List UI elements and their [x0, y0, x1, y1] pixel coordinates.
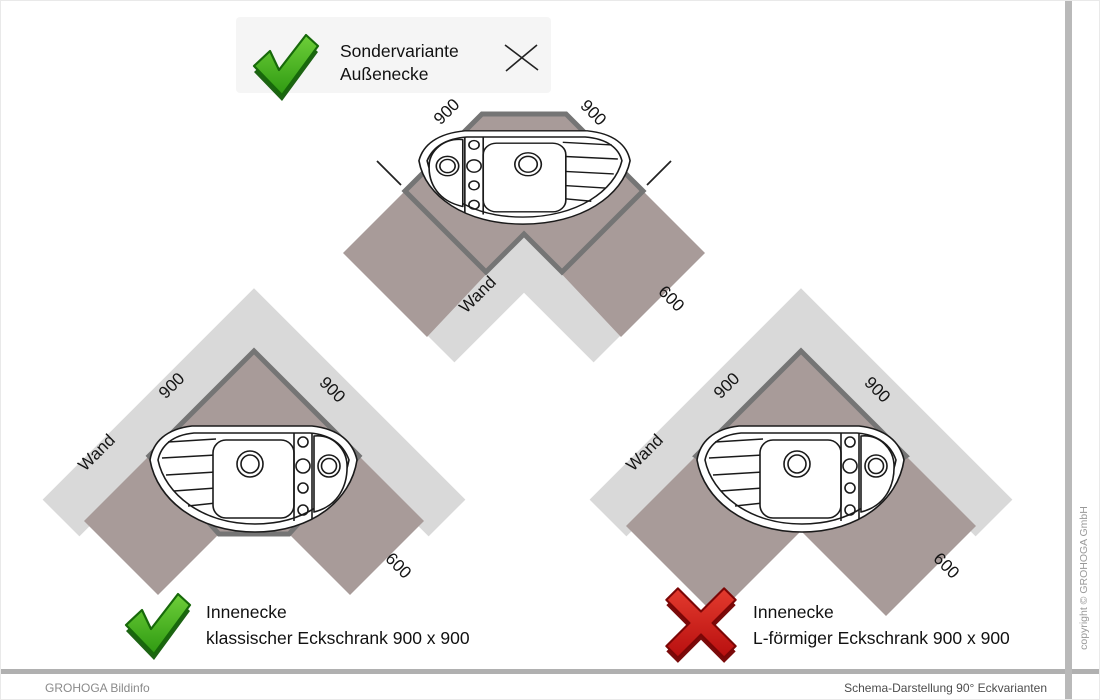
check-icon [124, 592, 192, 662]
title-line-1: Sondervariante [340, 41, 459, 61]
caption-line-2: klassischer Eckschrank 900 x 900 [206, 628, 470, 648]
caption-line-1: Innenecke [753, 602, 834, 622]
wall-band [417, 219, 631, 363]
wall-tick-right [646, 160, 672, 186]
wall-band [589, 288, 1013, 537]
footer-source-label: GROHOGA Bildinfo [45, 681, 150, 695]
caption-l-shaped-corner: Innenecke L-förmiger Eckschrank 900 x 90… [753, 599, 1010, 651]
caption-line-2: L-förmiger Eckschrank 900 x 900 [753, 628, 1010, 648]
right-edge-bar [1065, 1, 1072, 699]
check-icon [252, 33, 320, 103]
wall-band [42, 288, 466, 537]
caption-line-1: Innenecke [206, 602, 287, 622]
diagram-outer-corner [252, 33, 705, 363]
copyright-label: copyright © GROHOGA GmbH [1078, 506, 1090, 650]
cross-mark-icon [505, 44, 538, 72]
diagram-inner-corner-l-shaped [589, 288, 1013, 664]
diagram-inner-corner-classic [42, 288, 466, 662]
footer-divider [1, 669, 1099, 674]
title-line-2: Außenecke [340, 64, 429, 84]
wall-tick-left [376, 160, 402, 186]
caption-classic-corner: Innenecke klassischer Eckschrank 900 x 9… [206, 599, 470, 651]
footer-description-label: Schema-Darstellung 90° Eckvarianten [844, 681, 1047, 695]
page-title: Sondervariante Außenecke [340, 40, 459, 86]
